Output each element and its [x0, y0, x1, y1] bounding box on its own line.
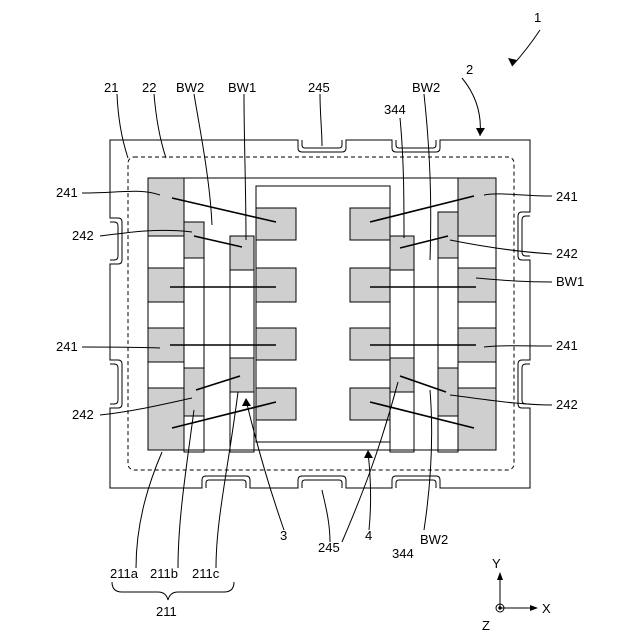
- pad-242-left-1: [184, 222, 204, 258]
- axis-y-label: Y: [492, 556, 501, 571]
- chip-pad-r1: [350, 208, 390, 240]
- label-245-top: 245: [308, 80, 330, 95]
- chip-pad-l1: [256, 208, 296, 240]
- chip-pad-l3: [256, 328, 296, 360]
- label-bw1-top: BW1: [228, 80, 256, 95]
- pad-211c-top: [230, 236, 254, 270]
- chip-pad-r2: [350, 268, 390, 302]
- pad-242-right-2: [438, 368, 458, 416]
- pad-241-left-4: [148, 388, 184, 450]
- pad-242-left-2: [184, 368, 204, 416]
- pad-241-left-2: [148, 268, 184, 302]
- label-242-r2: 242: [556, 397, 578, 412]
- x-arrow: [530, 605, 538, 611]
- chip-pad-l2: [256, 268, 296, 302]
- arrow-3: [242, 398, 251, 406]
- chip-pad-l4: [256, 388, 296, 420]
- pad-241-right-4: [458, 388, 496, 450]
- label-package: 2: [466, 62, 473, 77]
- label-211: 211: [156, 604, 177, 619]
- label-242-r1: 242: [556, 246, 578, 261]
- label-substrate: 21: [104, 80, 118, 95]
- axis-z-label: Z: [482, 618, 490, 633]
- label-bw2-bottom: BW2: [420, 532, 448, 547]
- label-241-l2: 241: [56, 339, 78, 354]
- pad-344-bottom: [390, 358, 414, 392]
- label-241-r2: 241: [556, 338, 578, 353]
- arrow-4: [364, 450, 373, 458]
- label-bw2-top-left: BW2: [176, 80, 204, 95]
- y-arrow: [497, 572, 503, 580]
- label-device: 1: [534, 10, 541, 25]
- pad-344-top: [390, 236, 414, 270]
- label-242-l2: 242: [72, 407, 94, 422]
- label-211a: 211a: [110, 566, 139, 581]
- pad-242-right-1: [438, 212, 458, 258]
- label-211b: 211b: [150, 566, 178, 581]
- pad-211c-bottom: [230, 358, 254, 392]
- label-ref4: 4: [365, 528, 372, 543]
- label-bw2-top-right: BW2: [412, 80, 440, 95]
- pad-241-left-1: [148, 178, 184, 236]
- pad-241-right-2: [458, 268, 496, 302]
- chip-pad-r4: [350, 388, 390, 420]
- label-241-r1: 241: [556, 189, 578, 204]
- label-242-l1: 242: [72, 228, 94, 243]
- label-241-tl: 241: [56, 185, 78, 200]
- label-211c: 211c: [192, 566, 220, 581]
- brace-211: [112, 582, 234, 600]
- label-ref3: 3: [280, 528, 287, 543]
- label-344-bottom: 344: [392, 546, 414, 561]
- arrow-2: [476, 128, 485, 136]
- label-region: 22: [142, 80, 156, 95]
- label-344-top: 344: [384, 102, 406, 117]
- axis-indicator: [496, 576, 534, 612]
- axis-x-label: X: [542, 601, 551, 616]
- label-245-bottom: 245: [318, 540, 340, 555]
- chip-pad-r3: [350, 328, 390, 360]
- pad-241-right-1: [458, 178, 496, 236]
- label-bw1-right: BW1: [556, 274, 584, 289]
